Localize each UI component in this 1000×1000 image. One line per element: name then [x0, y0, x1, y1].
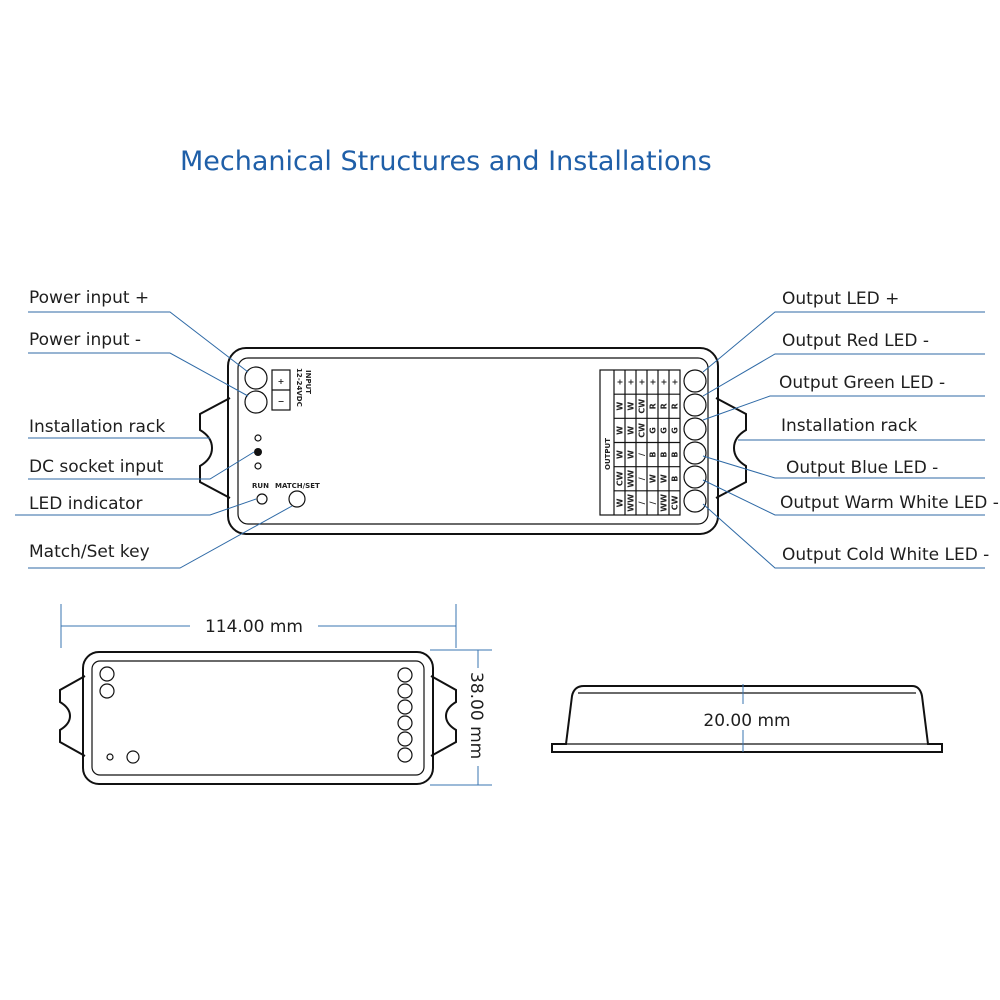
output-table-cell: W	[660, 474, 669, 483]
output-table-cell: B	[649, 452, 658, 458]
output-table-cell: B	[671, 476, 680, 482]
led-indicator	[256, 493, 268, 505]
output-terminals	[683, 369, 707, 513]
output-table-cell: W	[627, 402, 636, 411]
side-body	[551, 685, 943, 753]
input-label: INPUT	[304, 370, 312, 394]
output-table-cell: /	[649, 501, 658, 504]
plan-left-ear	[59, 675, 86, 757]
output-terminal	[683, 489, 707, 513]
callout-output-warm-white: Output Warm White LED -	[780, 493, 999, 513]
output-table-cell: W	[616, 498, 625, 507]
output-table-cell: /	[638, 501, 647, 504]
length-label: 114.00 mm	[205, 617, 303, 637]
output-table-cell: W	[616, 450, 625, 459]
output-table-cell: WW	[660, 494, 669, 512]
output-table-cell: +	[616, 379, 625, 386]
device-side-view	[551, 685, 943, 753]
input-minus-mark: −	[278, 397, 285, 406]
dc-minus-symbol	[254, 462, 262, 470]
output-table-cell: /	[638, 453, 647, 456]
right-mounting-ear	[715, 397, 747, 499]
output-terminal	[683, 465, 707, 489]
output-table-cell: W	[627, 426, 636, 435]
output-table-cell: +	[660, 379, 669, 386]
output-table-cell: /	[638, 477, 647, 480]
output-table-cell: G	[649, 427, 658, 434]
left-mounting-ear	[199, 397, 231, 499]
input-terminal-minus	[244, 390, 268, 414]
width-label: 38.00 mm	[466, 672, 486, 759]
output-table-cell: W	[627, 450, 636, 459]
output-table-cell: B	[671, 452, 680, 458]
device-plan-view	[59, 651, 457, 785]
output-table-cell: +	[671, 379, 680, 386]
right-leaders	[702, 311, 985, 569]
callout-match-set-key: Match/Set key	[29, 542, 150, 562]
page-title: Mechanical Structures and Installations	[180, 146, 712, 177]
output-table-cell: CW	[671, 495, 680, 510]
match-set-label: MATCH/SET	[275, 482, 320, 490]
length-dimension	[60, 604, 457, 648]
callout-installation-rack-left: Installation rack	[29, 417, 165, 437]
output-table-cell: B	[660, 452, 669, 458]
device-panel	[237, 357, 709, 525]
output-terminal	[683, 417, 707, 441]
plan-body	[82, 651, 434, 785]
callout-output-led-plus: Output LED +	[782, 289, 899, 309]
callout-dc-socket-input: DC socket input	[29, 457, 164, 477]
callout-power-input-minus: Power input -	[29, 330, 141, 350]
output-label: OUTPUT	[604, 438, 612, 470]
input-plus-mark: +	[278, 377, 285, 386]
left-leaders	[15, 311, 293, 569]
width-dimension	[430, 649, 492, 786]
callout-output-red: Output Red LED -	[782, 331, 929, 351]
callout-output-blue: Output Blue LED -	[786, 458, 938, 478]
plan-panel	[91, 660, 425, 776]
plan-right-ear	[430, 675, 457, 757]
output-table-cell: G	[660, 427, 669, 434]
callout-led-indicator: LED indicator	[29, 494, 143, 514]
output-terminal	[683, 369, 707, 393]
output-table-cell: WW	[627, 470, 636, 488]
height-label: 20.00 mm	[703, 711, 790, 731]
output-table-cell: R	[660, 403, 669, 409]
run-label: RUN	[252, 482, 269, 490]
output-table-cell: W	[649, 474, 658, 483]
output-terminal	[683, 393, 707, 417]
callout-output-cold-white: Output Cold White LED -	[782, 545, 989, 565]
dc-socket	[254, 448, 262, 456]
output-table-cell: +	[649, 379, 658, 386]
input-voltage-label: 12-24VDC	[295, 368, 303, 407]
output-table-cell: R	[671, 403, 680, 409]
output-table-cell: +	[638, 379, 647, 386]
output-table-cell: CW	[638, 423, 647, 438]
callout-installation-rack-right: Installation rack	[781, 416, 917, 436]
output-table-cell: +	[627, 379, 636, 386]
match-set-key	[288, 490, 306, 508]
device-body	[227, 347, 719, 535]
output-table-cell: WW	[627, 494, 636, 512]
callout-output-green: Output Green LED -	[779, 373, 945, 393]
input-terminal-plus	[244, 366, 268, 390]
output-table-cell: W	[616, 402, 625, 411]
device-top-view: + − INPUT 12-24VDC RUN MATCH/SET ++++++W…	[199, 347, 747, 535]
output-table-cell: R	[649, 403, 658, 409]
output-table-cell: CW	[638, 399, 647, 414]
output-terminal	[683, 441, 707, 465]
output-table-cell: W	[616, 426, 625, 435]
callout-power-input-plus: Power input +	[29, 288, 149, 308]
dc-plus-symbol	[254, 434, 262, 442]
output-table-cell: CW	[616, 471, 625, 486]
output-table-cell: G	[671, 427, 680, 434]
